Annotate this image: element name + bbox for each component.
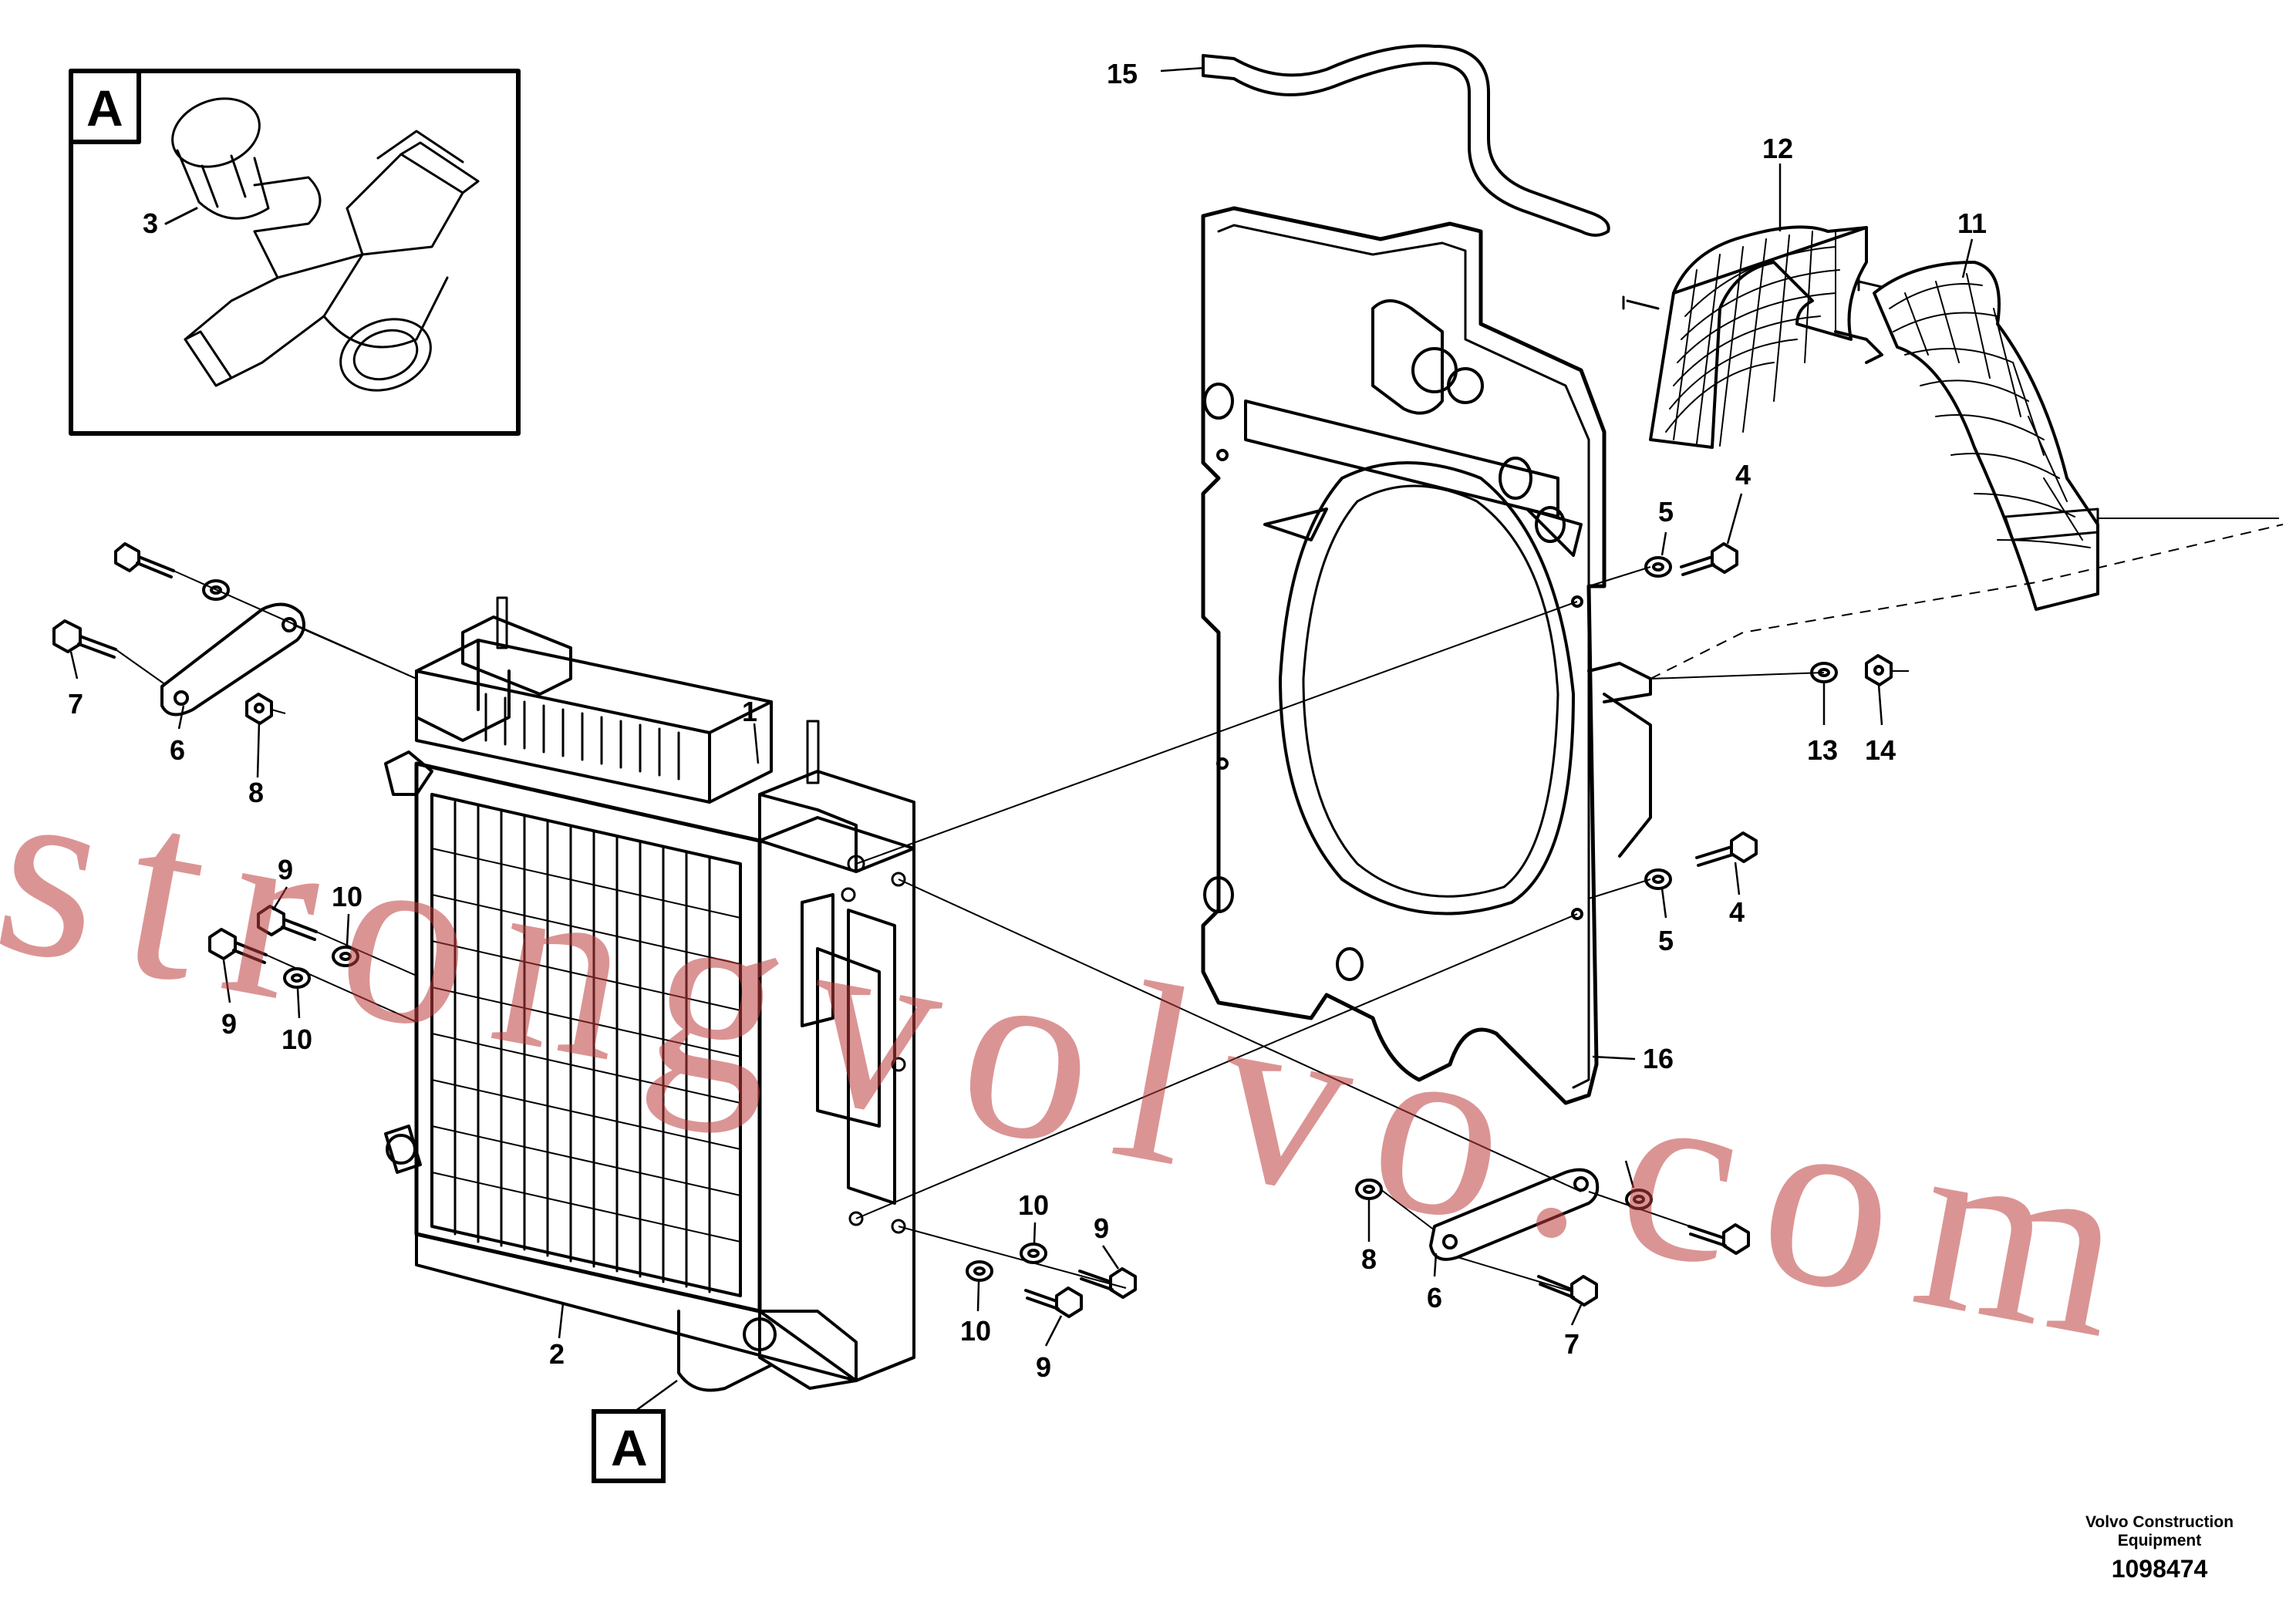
washer-part-10-bottom-b [966, 1260, 993, 1282]
callout-5-top: 5 [1658, 496, 1674, 528]
callout-7-left: 7 [68, 688, 83, 720]
washer-part-5-bottom [1644, 868, 1672, 890]
callout-6-right: 6 [1427, 1282, 1442, 1313]
nut-part-14 [1865, 654, 1893, 686]
callout-10-bottom-top: 10 [1018, 1189, 1049, 1221]
bolt-part-4-bottom [1695, 831, 1758, 867]
bolt-part-7-left-top [114, 542, 175, 578]
seal-strip-part-15 [1202, 44, 1610, 237]
callout-7-right: 7 [1564, 1328, 1580, 1360]
callout-10-bottom: 10 [960, 1315, 991, 1347]
bracket-part-6-left [160, 602, 305, 717]
fan-shroud-part-16 [1201, 206, 1652, 1105]
callout-9-left-bottom: 9 [221, 1008, 237, 1040]
callout-3: 3 [143, 207, 158, 239]
callout-16: 16 [1643, 1043, 1674, 1074]
callout-14: 14 [1865, 734, 1896, 766]
callout-10-left-bottom: 10 [282, 1023, 312, 1055]
callout-9-bottom: 9 [1036, 1351, 1051, 1383]
publisher-block: Volvo Construction Equipment [2005, 1513, 2296, 1550]
bolt-part-7-right [1537, 1275, 1598, 1307]
washer-part-5-top [1644, 556, 1672, 578]
washer-part-10-left-a [332, 946, 359, 967]
callout-5-bottom: 5 [1658, 925, 1674, 956]
detail-a-letter-inset: A [86, 79, 123, 137]
callout-1: 1 [742, 696, 757, 727]
callout-12: 12 [1762, 133, 1793, 164]
callout-8-right: 8 [1361, 1243, 1377, 1275]
pressure-sensor-part-3 [171, 97, 480, 392]
callout-labels: 1 2 3 4 4 5 5 6 6 7 7 8 8 9 9 9 9 10 10 … [68, 58, 1987, 1476]
reference-box-a [592, 1409, 666, 1483]
washer-part-10-left-b [283, 967, 311, 989]
callout-4-top: 4 [1735, 459, 1751, 491]
radiator-part-1 [384, 596, 915, 1392]
detail-a-inset [69, 69, 521, 436]
callout-9-bottom-top: 9 [1094, 1212, 1109, 1244]
washer-part-8-left [202, 579, 230, 601]
bolt-part-7-left [52, 619, 117, 659]
bolt-part-9-bottom-a [1078, 1267, 1137, 1299]
publisher-line-2: Equipment [2117, 1532, 2202, 1549]
callout-10-left-top: 10 [332, 881, 362, 912]
nut-part-8-left [245, 693, 273, 725]
bolt-part-4-top [1680, 542, 1738, 576]
callout-9-left-top: 9 [278, 854, 293, 885]
callout-4-bottom: 4 [1729, 896, 1745, 928]
washer-part-8-right [1355, 1179, 1383, 1200]
detail-a-letter-reference: A [611, 1419, 648, 1476]
document-number: 1098474 [2111, 1555, 2208, 1583]
callout-11: 11 [1957, 207, 1987, 239]
callout-15: 15 [1107, 58, 1138, 89]
bolt-part-9-left-a [257, 905, 318, 941]
fan-guard-part-12 [1622, 225, 1883, 449]
bolt-part-9-left-b [208, 928, 268, 964]
bracket-part-6-right [1429, 1168, 1600, 1261]
callout-13: 13 [1807, 734, 1838, 766]
bolt-part-9-bottom-b [1024, 1286, 1083, 1318]
fan-guard-part-11 [1857, 261, 2099, 611]
callout-8-left: 8 [248, 777, 264, 808]
callout-6-left: 6 [170, 734, 185, 766]
publisher-line-1: Volvo Construction [2085, 1513, 2234, 1531]
callout-2: 2 [549, 1338, 565, 1370]
assembly-lines [115, 518, 2284, 1293]
